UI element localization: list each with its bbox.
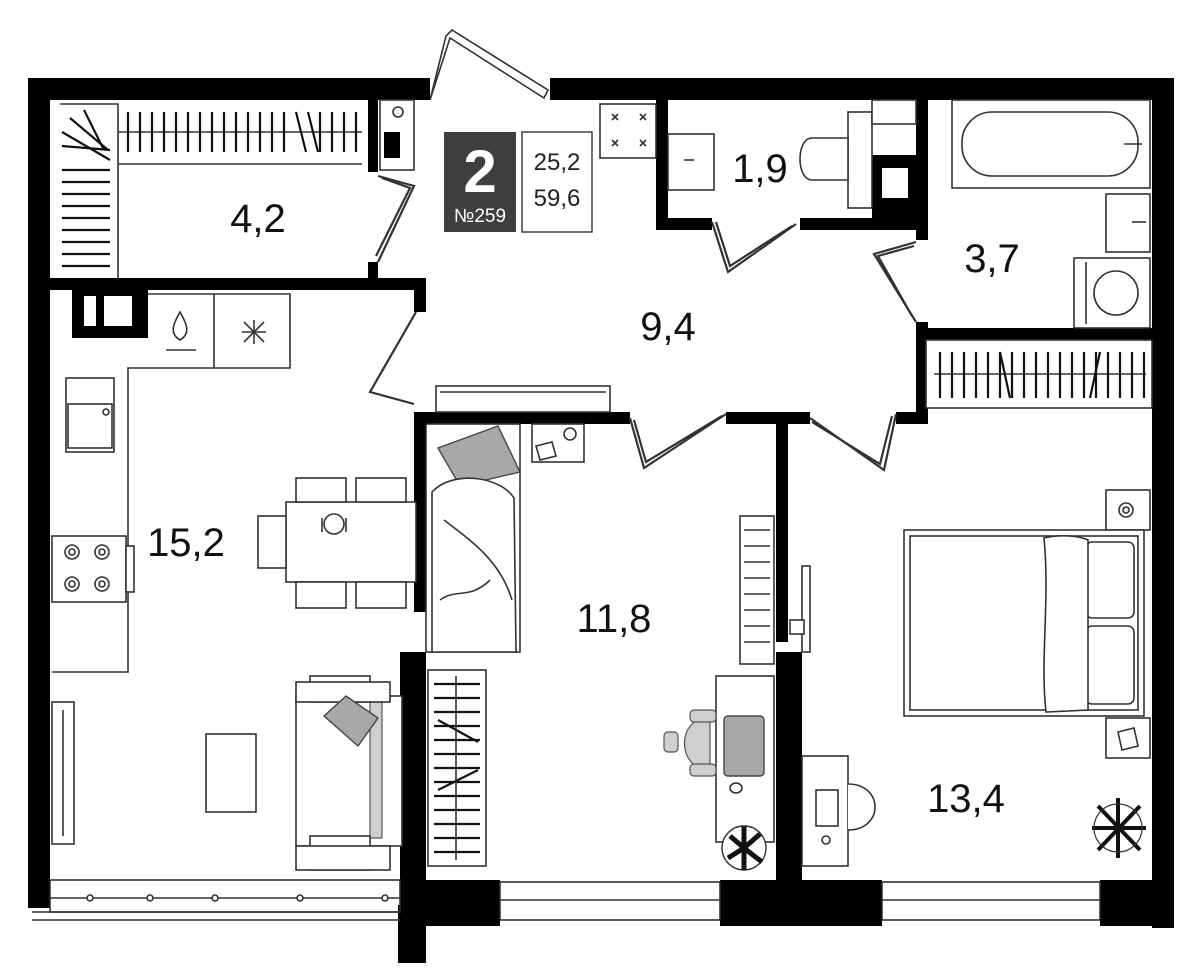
wall-left [28, 78, 50, 908]
fridge-icon [242, 320, 266, 344]
wall-bottom-c [1100, 880, 1174, 926]
wall-wc-right [916, 100, 928, 240]
wall-top-right [550, 78, 1172, 100]
wc-fixtures [599, 99, 917, 209]
blanket [431, 477, 517, 653]
window-bedroom-small [499, 881, 721, 921]
window-kitchen-side [51, 701, 75, 845]
bedroom-main-furniture [789, 339, 1153, 867]
wall-wc-bottom-b [800, 218, 928, 230]
wall-bedroom-small-top [414, 412, 630, 424]
bath-sink [1105, 193, 1151, 253]
wardrobe-rack [60, 99, 415, 278]
kitchen [51, 293, 291, 673]
area-bathroom: 3,7 [964, 237, 1020, 281]
dining-table [257, 477, 417, 609]
office-chair [683, 717, 711, 771]
area-box [521, 131, 593, 233]
area-hall: 9,4 [640, 305, 696, 349]
area-kitchen-living: 15,2 [147, 521, 225, 565]
bedroom-small-door [628, 413, 727, 470]
shaft-box [599, 103, 657, 159]
bedroom-small-furniture [425, 423, 775, 871]
area-wc: 1,9 [732, 147, 788, 191]
wall-wardrobe-right-low [368, 262, 378, 290]
wall-partition-left-low [400, 652, 426, 910]
rooms-count: 2 [463, 138, 496, 205]
tv [801, 565, 811, 653]
living-area: 25,2 [534, 149, 581, 176]
wall-right [1152, 78, 1174, 928]
plant-icon [721, 825, 767, 871]
pillow [436, 425, 522, 487]
radiator [739, 515, 775, 665]
room-labels: 4,2 1,9 9,4 3,7 15,2 11,8 13,4 [147, 147, 1020, 821]
area-bedroom-small: 11,8 [577, 597, 652, 641]
wall-partition-left [414, 412, 426, 612]
bedroom-main-door [809, 413, 898, 472]
plant-icon [1092, 798, 1146, 858]
wall-wc-bottom-a [656, 218, 712, 230]
coffee-table [205, 733, 257, 813]
wardrobe-door [377, 174, 416, 263]
windows [32, 701, 1101, 921]
wall-pillar-bottom [398, 905, 426, 963]
wall-top-left [28, 78, 430, 100]
sofa [295, 675, 403, 871]
wall-wardrobe-right [368, 100, 378, 172]
total-area: 59,6 [534, 185, 581, 212]
apartment-number: №259 [454, 206, 506, 227]
wall-bath-bottom [916, 328, 1162, 340]
walls [28, 78, 1174, 963]
hanger-hatch [61, 109, 358, 268]
stove [51, 535, 127, 603]
area-bedroom-main: 13,4 [927, 777, 1005, 821]
wall-bedroom-top-mid [726, 412, 810, 424]
stool [847, 783, 876, 831]
entrance-door [429, 28, 550, 101]
toilet-icon [799, 137, 849, 181]
balcony-window [49, 879, 401, 913]
wall-bath-left [916, 322, 928, 418]
wall-partition-mid [776, 412, 788, 642]
kitchen-door [368, 311, 417, 406]
wall-bedroom-main-top [896, 412, 928, 424]
wall-kitchen-stub [414, 284, 426, 312]
wc-tank [847, 111, 873, 209]
doors [368, 28, 917, 472]
wc-sink [667, 133, 715, 191]
hall-shelf [435, 385, 611, 413]
rooms-badge [444, 132, 516, 232]
wall-wc-left [656, 100, 668, 230]
cushion [322, 695, 379, 748]
laptop [723, 715, 765, 777]
window-bedroom-main [881, 881, 1101, 921]
wall-partition-mid-low [776, 652, 802, 910]
apartment-info: 2 №259 25,2 59,6 [444, 131, 593, 233]
area-wardrobe: 4,2 [230, 197, 286, 241]
kitchen-counter [52, 293, 291, 673]
bathroom-fixtures [951, 99, 1151, 329]
wall-wardrobe-bottom [40, 278, 426, 290]
water-icon [172, 310, 188, 341]
wc-door [710, 221, 797, 274]
